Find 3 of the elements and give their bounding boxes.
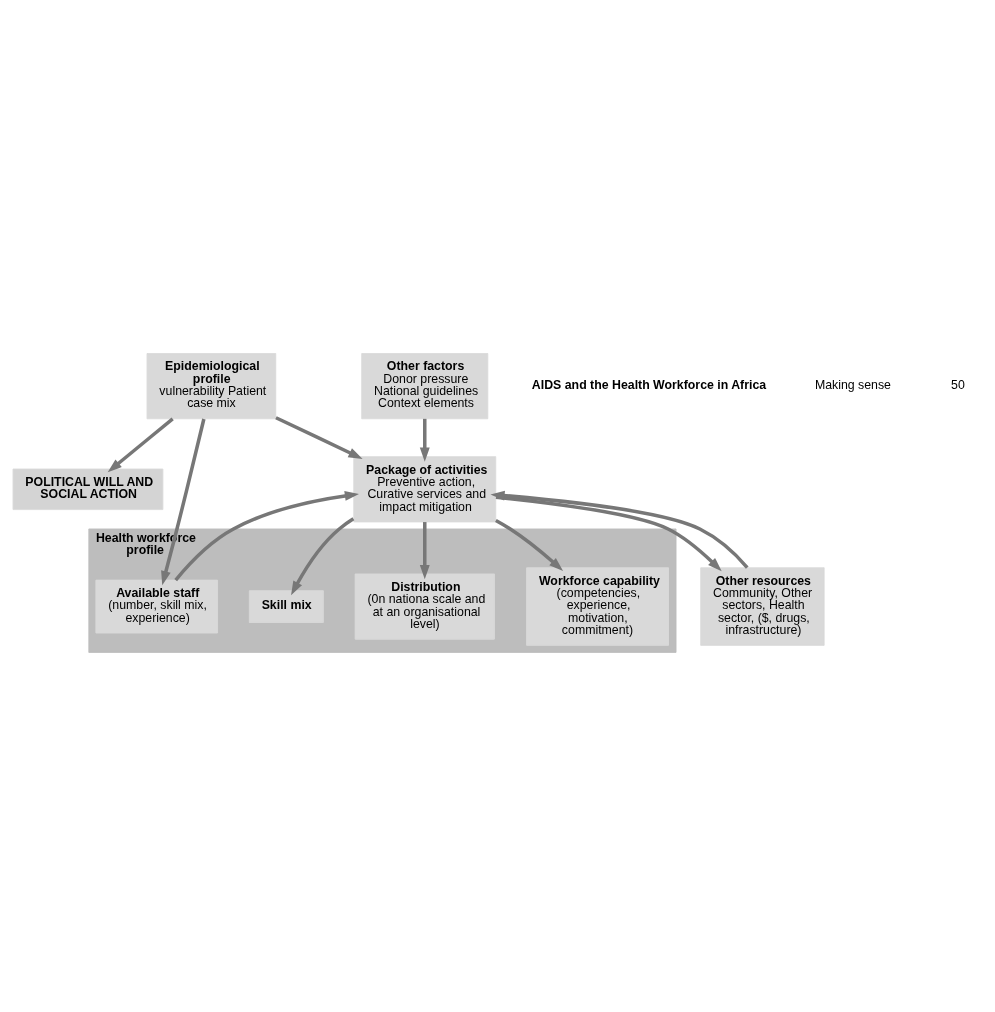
label: 50 bbox=[951, 377, 965, 392]
label: AIDS and the Health Workforce in Africa bbox=[531, 377, 767, 392]
label: Making sense bbox=[814, 377, 891, 392]
